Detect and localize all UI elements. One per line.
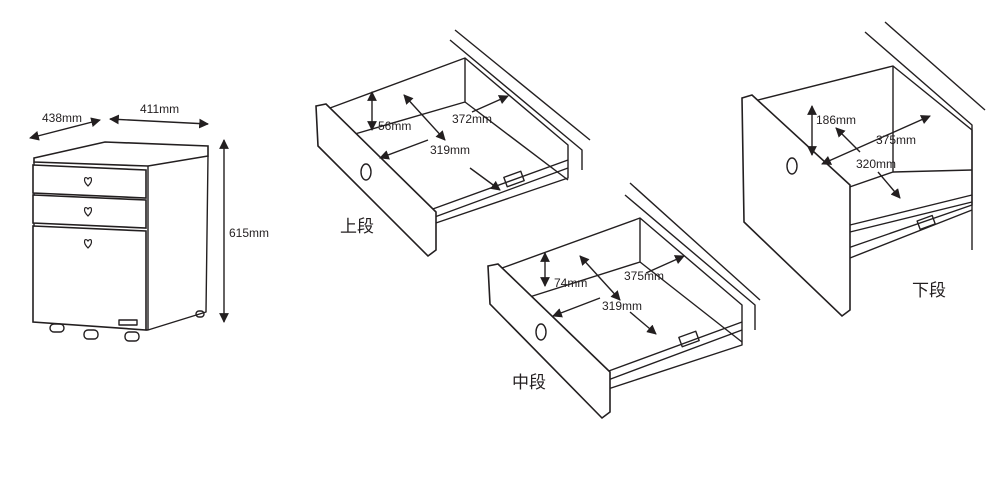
slide-rail-icon	[916, 214, 936, 231]
width-label: 411mm	[140, 102, 179, 116]
top-drawer-width: 319mm	[430, 143, 470, 157]
middle-drawer-front	[487, 263, 611, 420]
middle-drawer-height: 74mm	[554, 276, 587, 290]
slide-rail-icon	[678, 330, 700, 348]
top-drawer-label: 上段	[340, 217, 374, 236]
bottom-drawer-label: 下段	[912, 281, 946, 300]
middle-drawer-illustration: 74mm 375mm 319mm 中段	[487, 182, 761, 420]
handle-hole-icon	[360, 163, 372, 181]
cabinet-top	[33, 141, 209, 167]
bottom-drawer-height: 186mm	[816, 113, 856, 127]
depth-label: 438mm	[42, 111, 82, 125]
top-drawer-front	[315, 103, 437, 258]
top-drawer-illustration: 56mm 372mm 319mm 上段	[315, 29, 591, 258]
bottom-drawer-depth: 375mm	[876, 133, 916, 147]
handle-hole-icon	[786, 157, 798, 175]
handle-hole-icon	[535, 323, 547, 341]
label-plate	[118, 319, 138, 326]
cabinet-illustration: 438mm 411mm 615mm	[29, 102, 269, 342]
height-label: 615mm	[229, 226, 269, 240]
cabinet-side	[147, 155, 209, 331]
middle-drawer-label: 中段	[512, 373, 546, 392]
middle-drawer-depth: 375mm	[624, 269, 664, 283]
bottom-drawer-front	[741, 94, 851, 318]
top-drawer-height: 56mm	[378, 119, 411, 133]
width-arrow	[109, 114, 209, 129]
caster-wheels	[49, 310, 205, 342]
bottom-drawer-illustration: 186mm 375mm 320mm 下段	[741, 21, 986, 318]
bottom-drawer-width: 320mm	[856, 157, 896, 171]
top-drawer-depth: 372mm	[452, 112, 492, 126]
drawer-front-bottom	[32, 225, 147, 331]
depth-arrow	[29, 117, 101, 141]
middle-drawer-width: 319mm	[602, 299, 642, 313]
slide-rail-icon	[503, 170, 525, 188]
